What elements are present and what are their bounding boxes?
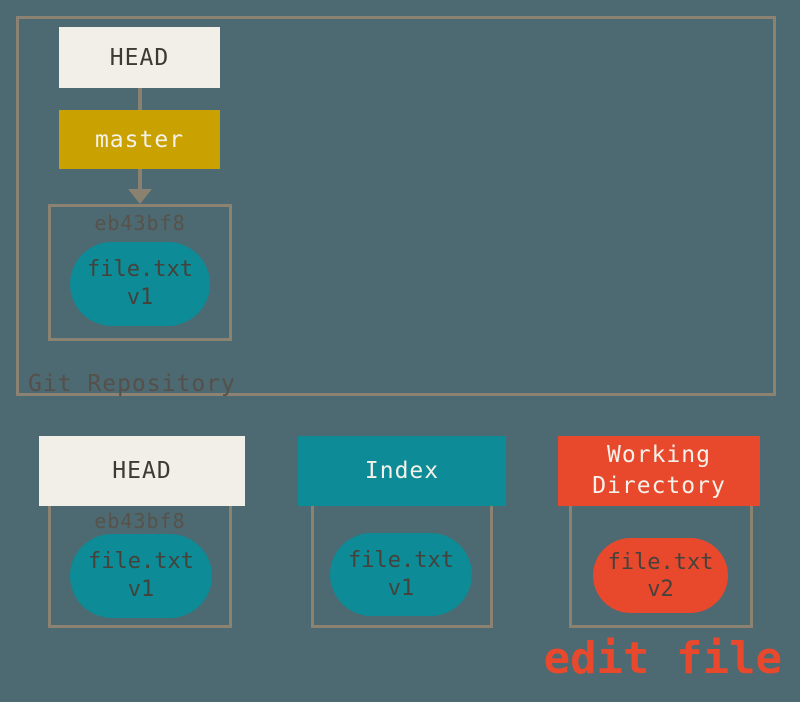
- tree-workdir-file-version: v2: [647, 576, 674, 602]
- tree-head-header: HEAD: [39, 436, 245, 506]
- tree-workdir-file-blob: file.txt v2: [593, 538, 728, 613]
- tree-index-label: Index: [364, 458, 440, 484]
- tree-head-file-blob: file.txt v1: [70, 534, 212, 618]
- tree-head-file-version: v1: [127, 577, 155, 602]
- tree-workdir-label: Working Directory: [592, 442, 726, 499]
- arrow-down-icon: [128, 189, 152, 204]
- repo-head-ref-box: HEAD: [59, 27, 220, 88]
- tree-index-header: Index: [298, 436, 506, 506]
- tree-index-file-version: v1: [387, 575, 415, 601]
- commit-file-name: file.txt: [87, 257, 193, 282]
- edit-file-annotation: edit file: [543, 633, 782, 684]
- repo-head-ref-label: HEAD: [109, 44, 170, 71]
- tree-head-file-name: file.txt: [88, 549, 194, 574]
- master-branch-label: master: [94, 126, 185, 153]
- master-branch-box: master: [59, 110, 220, 169]
- tree-index-file-name: file.txt: [348, 547, 454, 573]
- commit-file-blob: file.txt v1: [70, 242, 210, 326]
- git-repository-box: [16, 16, 776, 396]
- tree-workdir-header: Working Directory: [558, 436, 760, 506]
- head-to-master-line: [138, 88, 142, 112]
- tree-index-file-blob: file.txt v1: [330, 533, 472, 616]
- commit-hash: eb43bf8: [94, 211, 186, 235]
- commit-box: [48, 204, 232, 341]
- tree-workdir-file-name: file.txt: [607, 549, 714, 575]
- master-to-commit-line: [138, 169, 142, 191]
- commit-file-version: v1: [126, 285, 154, 310]
- tree-head-commit-hash: eb43bf8: [94, 509, 186, 533]
- tree-head-label: HEAD: [112, 458, 172, 484]
- git-repository-label: Git Repository: [28, 371, 236, 397]
